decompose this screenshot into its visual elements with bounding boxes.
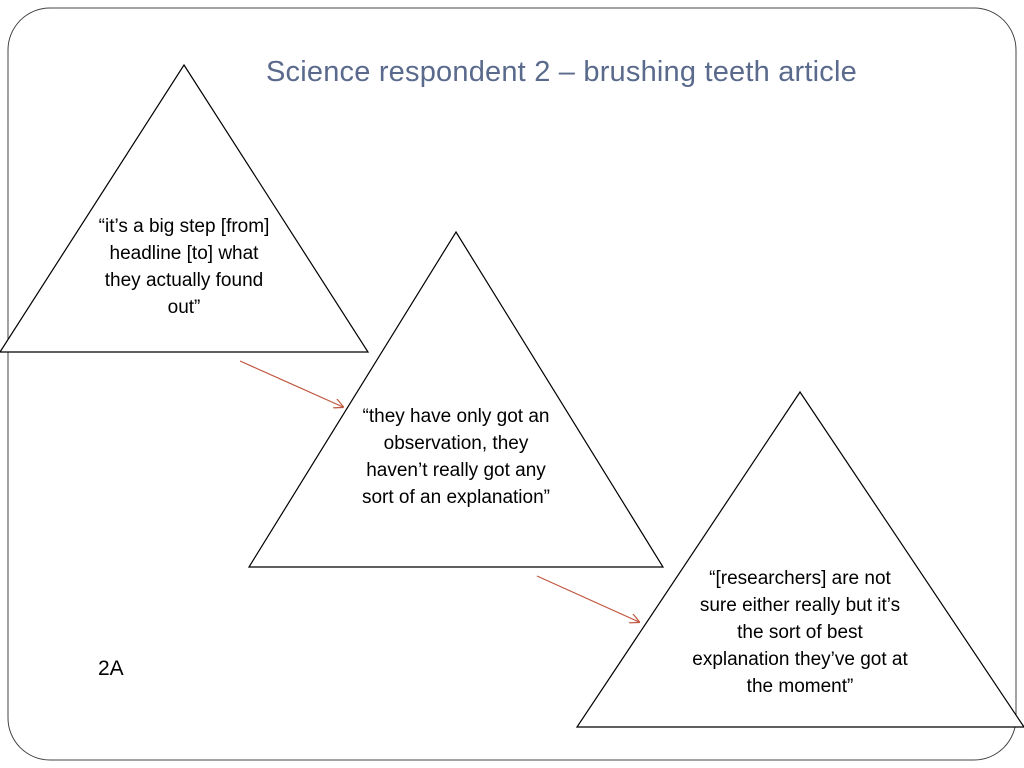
quote-3-text: “[researchers] are not sure either reall… (692, 568, 908, 697)
triangle-2 (247, 230, 665, 568)
quote-2-text: “they have only got an observation, they… (361, 406, 550, 508)
arrow-2-to-3 (536, 575, 639, 622)
arrow-1-to-2 (239, 360, 343, 407)
slide-title: Science respondent 2 – brushing teeth ar… (266, 56, 857, 88)
quote-1-text: “it’s a big step [from] headline [to] wh… (98, 216, 270, 318)
triangle-3 (575, 390, 1024, 728)
slide-label: 2A (98, 657, 124, 680)
slide-frame (7, 7, 1017, 761)
triangle-1 (0, 63, 370, 353)
